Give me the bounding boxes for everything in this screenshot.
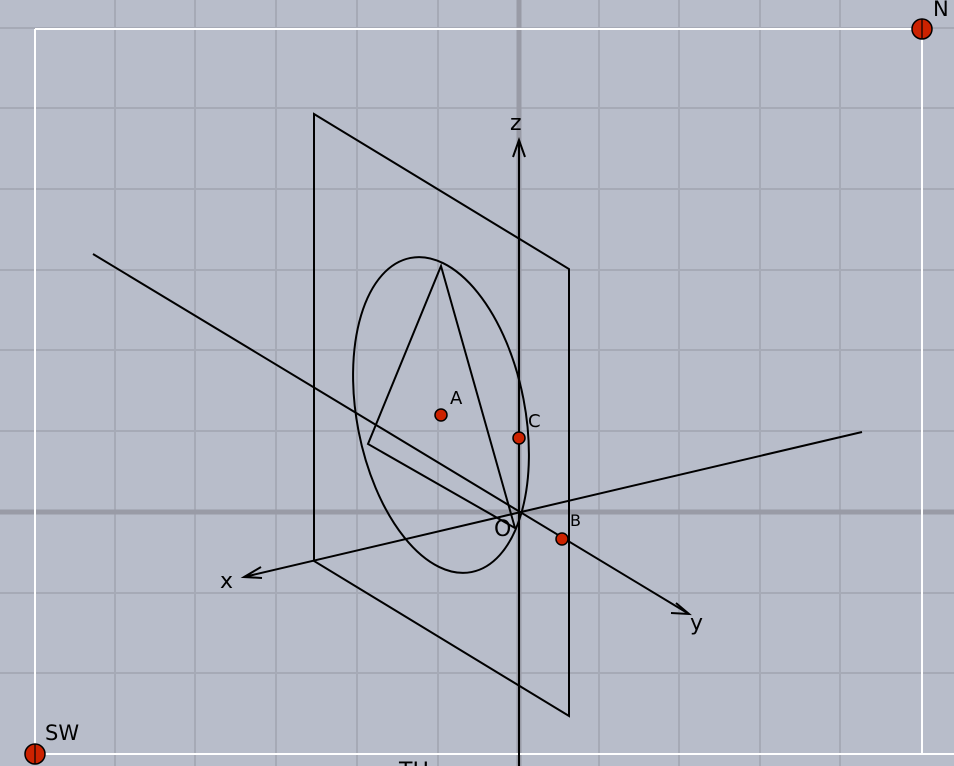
- bottom-partial-label: TH: [398, 759, 429, 766]
- y-axis-line[interactable]: [92, 253, 690, 615]
- z-axis-label: z: [510, 111, 522, 136]
- circle-in-plane[interactable]: [328, 242, 554, 588]
- x-axis-label: x: [220, 569, 233, 594]
- plane[interactable]: [313, 112, 570, 718]
- point-a[interactable]: [434, 408, 448, 422]
- y-axis-arrow-icon: [670, 602, 692, 616]
- point-c-label: C: [528, 411, 541, 432]
- origin-label: O: [494, 517, 511, 542]
- point-b[interactable]: [555, 532, 569, 546]
- x-axis-line[interactable]: [243, 431, 863, 578]
- north-corner-label: N: [933, 0, 949, 21]
- point-b-label: B: [570, 511, 581, 530]
- southwest-corner-label: SW: [45, 721, 79, 745]
- view-frame: [34, 28, 954, 755]
- z-axis-arrow-icon: [512, 136, 526, 158]
- point-c[interactable]: [512, 431, 526, 445]
- x-axis-arrow-icon: [240, 566, 263, 579]
- point-a-label: A: [450, 388, 463, 409]
- inscribed-triangle[interactable]: [366, 262, 517, 531]
- y-axis-label: y: [690, 611, 703, 636]
